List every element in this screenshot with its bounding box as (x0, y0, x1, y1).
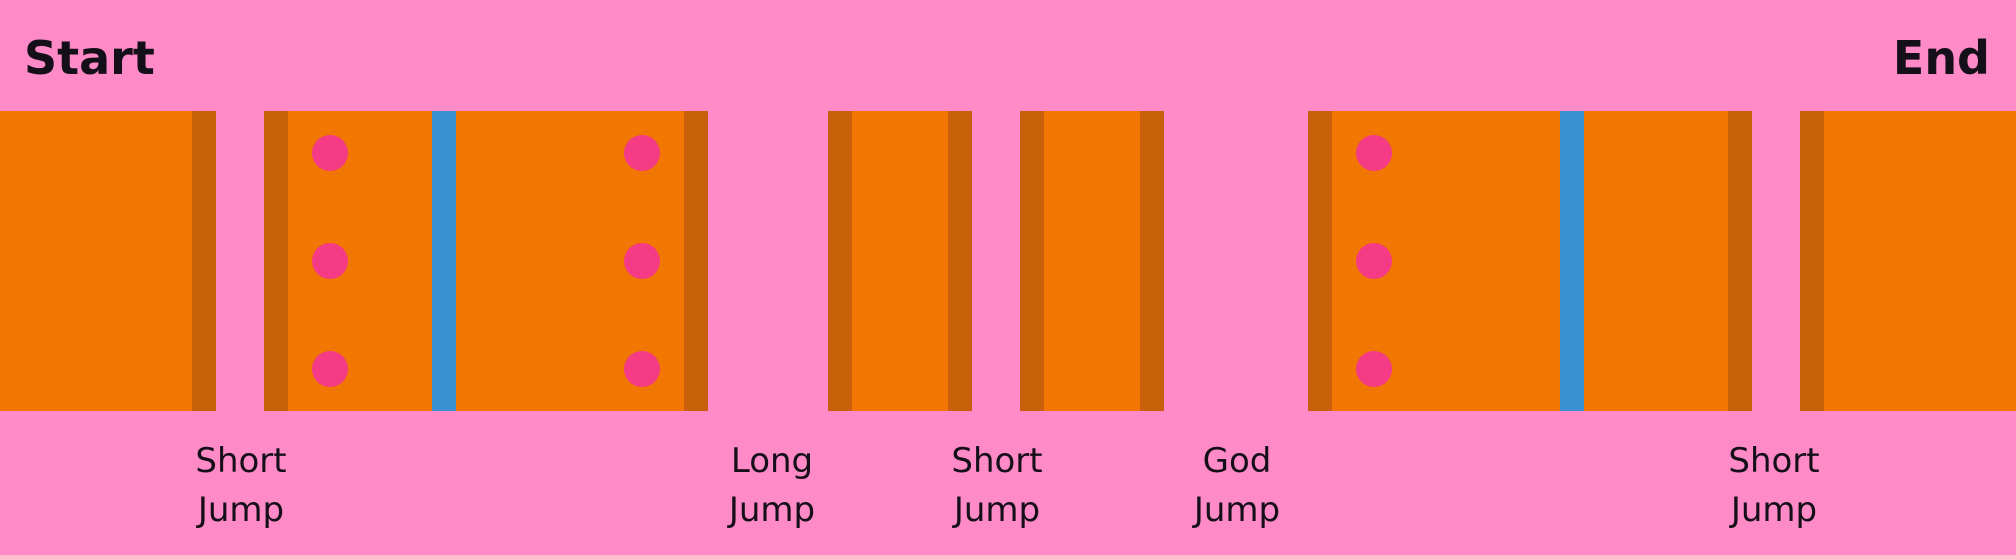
jump-label-4-line2: Jump (1193, 490, 1281, 530)
jump-label-3-line1: Short (951, 441, 1043, 481)
platform-3-left-edge (828, 111, 852, 411)
platform-5-right-edge (1728, 111, 1752, 411)
platform-6-left-edge (1800, 111, 1824, 411)
start-label: Start (24, 31, 155, 85)
platform-3-right-edge (948, 111, 972, 411)
platform-1 (0, 111, 216, 411)
jump-label-2-line2: Jump (728, 490, 816, 530)
platform-2-divider (432, 111, 456, 411)
platform-2-left-edge (264, 111, 288, 411)
dot-a-3 (312, 351, 348, 387)
jump-label-5-line1: Short (1728, 441, 1820, 481)
jump-label-3-line2: Jump (953, 490, 1041, 530)
dot-a-2 (312, 243, 348, 279)
platform-2-right-edge (684, 111, 708, 411)
platform-4-left-edge (1020, 111, 1044, 411)
dot-a-1 (312, 135, 348, 171)
jump-label-1-line2: Jump (197, 490, 285, 530)
platform-5-divider (1560, 111, 1584, 411)
platform-4-right-edge (1140, 111, 1164, 411)
dot-c-1 (1356, 135, 1392, 171)
platforms (0, 111, 2016, 411)
jump-label-5-line2: Jump (1730, 490, 1818, 530)
dot-b-1 (624, 135, 660, 171)
jump-label-2-line1: Long (730, 441, 814, 481)
jump-label-5: Short Jump (1674, 437, 1874, 535)
dot-c-2 (1356, 243, 1392, 279)
platform-5-left-edge (1308, 111, 1332, 411)
dot-b-3 (624, 351, 660, 387)
jump-label-1: Short Jump (141, 437, 341, 535)
dot-c-3 (1356, 351, 1392, 387)
jump-label-1-line1: Short (195, 441, 287, 481)
jump-label-4-line1: God (1202, 441, 1272, 481)
jump-label-3: Short Jump (897, 437, 1097, 535)
platform-6 (1800, 111, 2016, 411)
platform-1-right-edge (192, 111, 216, 411)
jump-label-2: Long Jump (672, 437, 872, 535)
end-label: End (1892, 31, 1990, 85)
dot-b-2 (624, 243, 660, 279)
jump-label-4: God Jump (1137, 437, 1337, 535)
